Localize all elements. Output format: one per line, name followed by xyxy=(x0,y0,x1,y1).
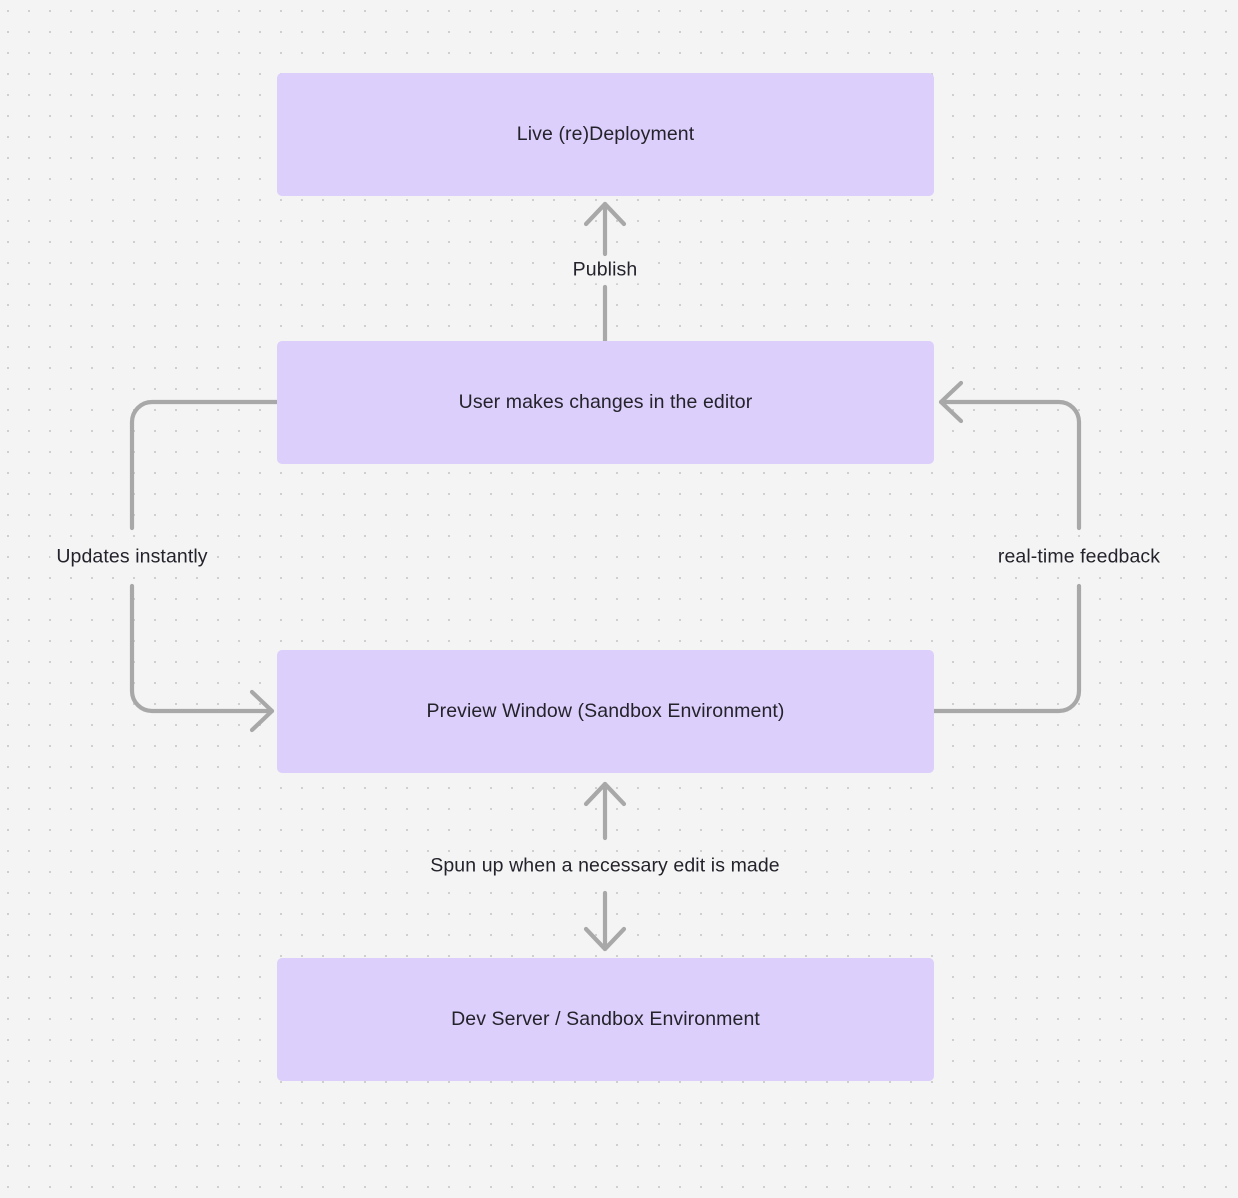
edge-publish-arrowhead-icon xyxy=(583,201,627,227)
node-preview-window-label: Preview Window (Sandbox Environment) xyxy=(426,700,785,723)
node-preview-window[interactable]: Preview Window (Sandbox Environment) xyxy=(277,650,934,773)
node-dev-server-label: Dev Server / Sandbox Environment xyxy=(451,1008,760,1031)
edge-updates-upper-segment xyxy=(129,399,280,531)
edge-feedback-upper-segment xyxy=(938,399,1082,531)
edge-updates-arrowhead-icon xyxy=(249,689,275,733)
edge-feedback-arrowhead-icon xyxy=(938,380,964,424)
node-live-redeployment[interactable]: Live (re)Deployment xyxy=(277,73,934,196)
edge-feedback-lower-segment xyxy=(931,583,1082,714)
edge-spun-up-arrowhead-down-icon xyxy=(583,926,627,952)
edge-label-spun-up: Spun up when a necessary edit is made xyxy=(424,852,786,880)
node-dev-server[interactable]: Dev Server / Sandbox Environment xyxy=(277,958,934,1081)
edge-updates-lower-segment xyxy=(129,583,275,714)
node-user-makes-changes[interactable]: User makes changes in the editor xyxy=(277,341,934,464)
edge-label-publish: Publish xyxy=(566,256,644,284)
edge-label-updates-instantly: Updates instantly xyxy=(50,543,214,571)
node-user-makes-changes-label: User makes changes in the editor xyxy=(458,391,753,414)
node-live-redeployment-label: Live (re)Deployment xyxy=(516,123,695,146)
edge-label-real-time-feedback: real-time feedback xyxy=(991,543,1167,571)
edge-spun-up-arrowhead-up-icon xyxy=(583,781,627,807)
